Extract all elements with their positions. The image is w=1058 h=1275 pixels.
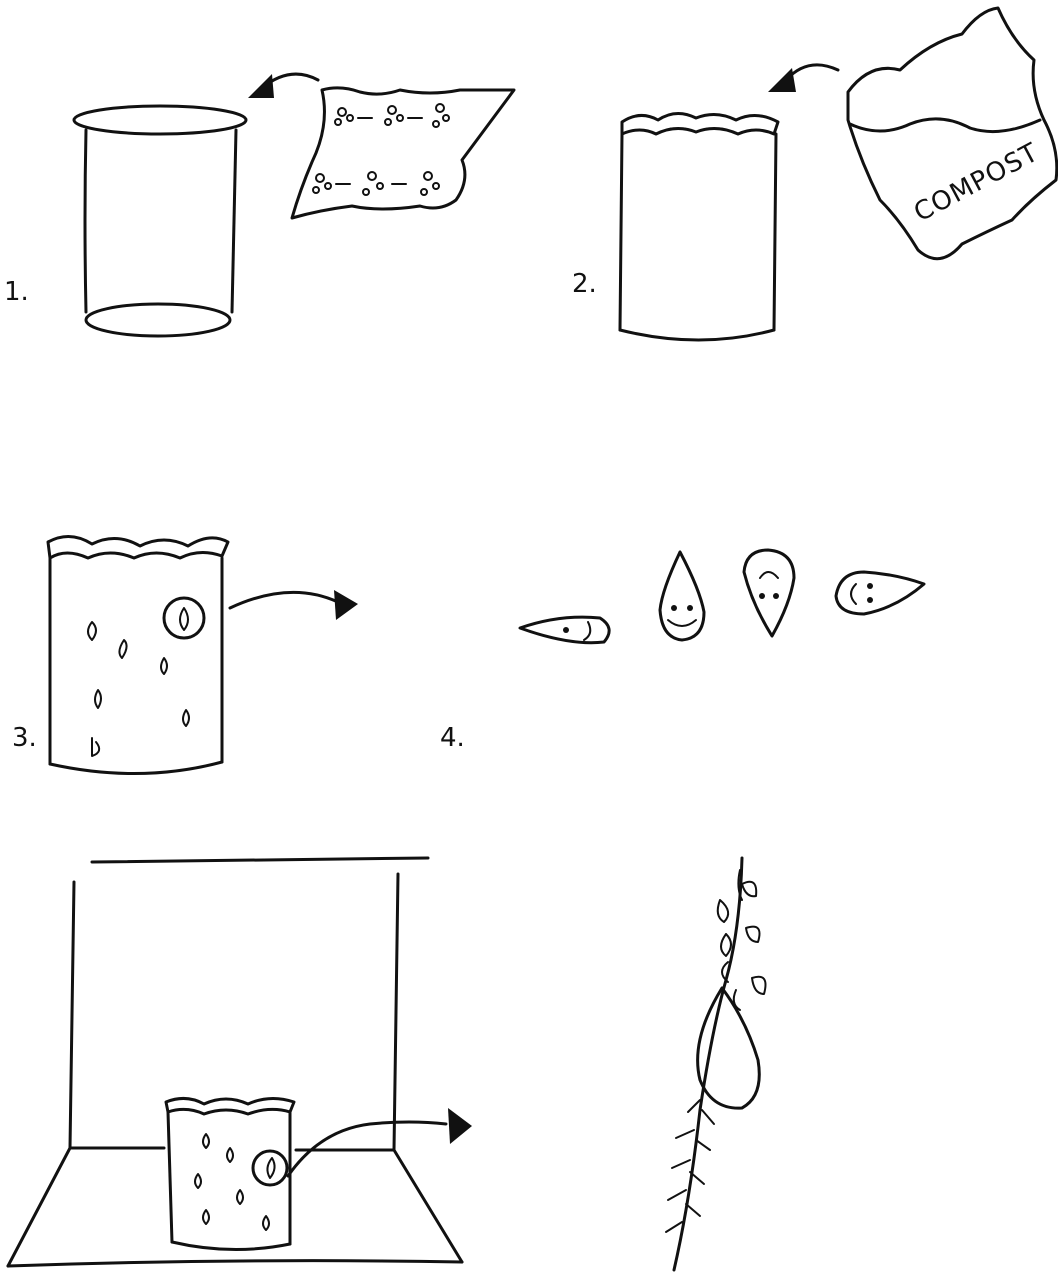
step-2-panel: COMPOST 2. [572, 8, 1057, 340]
seed-happy [660, 552, 704, 640]
step-4-label: 4. [440, 723, 465, 753]
lined-beaker [620, 113, 778, 340]
paper-towel [292, 88, 514, 218]
step-3-label: 3. [12, 723, 37, 753]
step-3-panel: 3. [12, 536, 358, 773]
step-2-label: 2. [572, 269, 597, 299]
highlighted-seed [164, 598, 204, 638]
step-1-label: 1. [4, 277, 29, 307]
step-4-panel: 4. [440, 550, 924, 753]
arrow-to-seed-stages [230, 590, 358, 620]
arrow-into-beaker-1 [248, 74, 318, 98]
highlighted-seed-box [253, 1151, 287, 1185]
seed-sideways [836, 572, 924, 614]
compost-label: COMPOST [909, 138, 1044, 229]
arrow-into-beaker-2 [768, 65, 838, 92]
germinated-seedling [666, 858, 766, 1270]
step-1-panel: 1. [4, 74, 514, 336]
seeded-beaker [48, 536, 228, 773]
compost-bag: COMPOST [848, 8, 1057, 259]
box [8, 858, 462, 1266]
empty-beaker [74, 106, 246, 336]
arrow-to-seedling [288, 1108, 472, 1176]
seed-sad [744, 550, 794, 636]
step-5-panel [8, 858, 472, 1266]
beaker-in-box [166, 1098, 294, 1249]
seed-sleeping [520, 617, 609, 643]
